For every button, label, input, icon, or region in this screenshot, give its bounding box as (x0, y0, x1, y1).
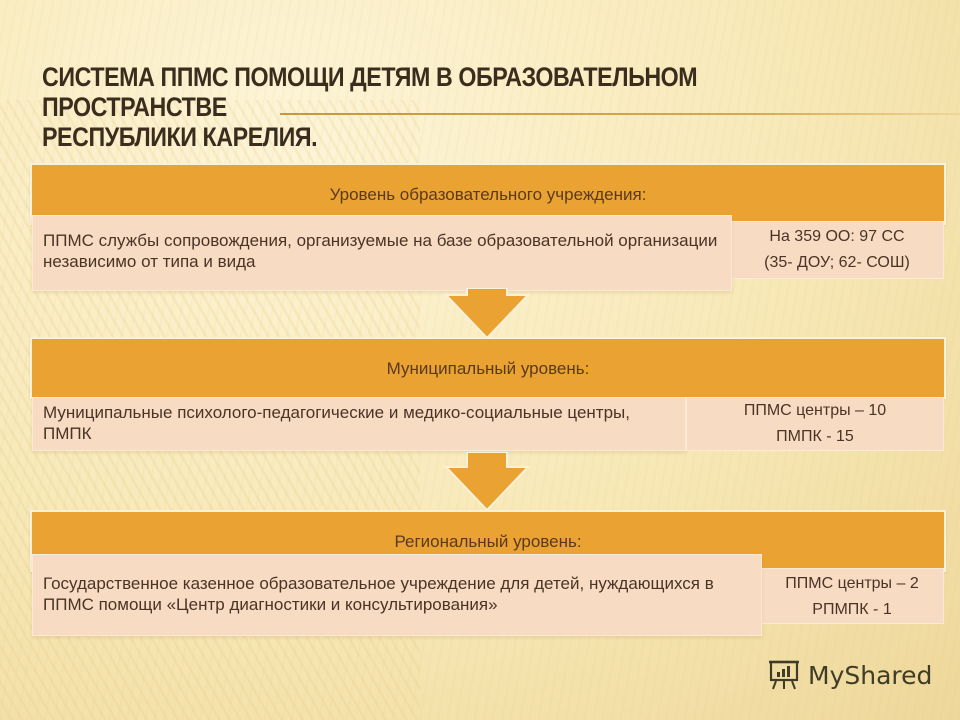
presentation-chart-icon (769, 660, 799, 690)
level-municipal-stat-2: ПМПК - 15 (776, 428, 854, 445)
level-school-stat-1: На 359 ОО: 97 СС (769, 228, 905, 245)
slide-title-line2: Республики Карелия. (42, 122, 318, 152)
level-municipal-band: Муниципальный уровень: (30, 337, 946, 399)
level-regional-stat-1: ППМС центры – 2 (785, 575, 919, 592)
level-municipal-heading: Муниципальный уровень: (386, 359, 590, 378)
level-school-heading: Уровень образовательного учреждения: (329, 185, 647, 204)
level-municipal-stat-1: ППМС центры – 10 (743, 402, 887, 419)
level-municipal-stats: ППМС центры – 10 ПМПК - 15 (686, 397, 944, 451)
watermark-label: MyShared (808, 660, 933, 690)
level-regional: Региональный уровень: ППМС центры – 2 РП… (30, 510, 946, 640)
level-municipal-description: Муниципальные психолого-педагогические и… (32, 397, 686, 451)
watermark: MyShared (766, 658, 932, 692)
slide-title: Система ППМС помощи детям в образователь… (42, 62, 782, 152)
level-regional-stat-2: РПМПК - 1 (812, 601, 892, 618)
level-school: Уровень образовательного учреждения: На … (30, 163, 946, 293)
level-regional-description: Государственное казенное образовательное… (32, 554, 762, 636)
level-regional-heading: Региональный уровень: (394, 532, 582, 551)
level-school-description: ППМС службы сопровождения, организуемые … (32, 215, 732, 291)
slide-title-line1: Система ППМС помощи детям в образователь… (42, 62, 698, 122)
level-school-stat-2: (35- ДОУ; 62- СОШ) (764, 254, 910, 271)
level-school-stats: На 359 ОО: 97 СС (35- ДОУ; 62- СОШ) (730, 221, 944, 279)
level-regional-stats: ППМС центры – 2 РПМПК - 1 (760, 568, 944, 624)
title-underline (280, 113, 960, 115)
level-municipal: Муниципальный уровень: Муниципальные пси… (30, 337, 946, 455)
